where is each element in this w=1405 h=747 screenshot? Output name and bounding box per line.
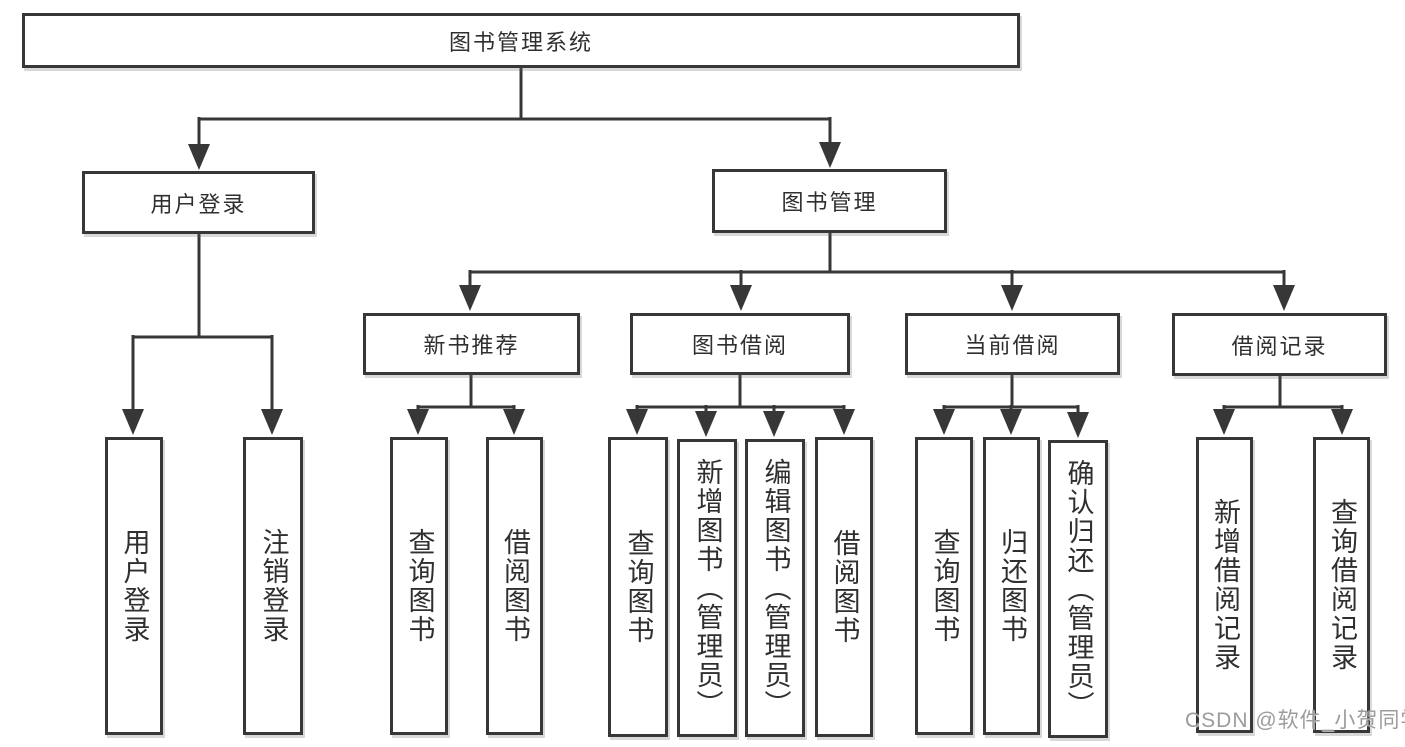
leaf-confirm-return-admin: 确认归还（管理员） <box>1048 440 1108 738</box>
arrow-to-leaf-confirm-return <box>1067 405 1089 438</box>
arrow-to-borrowing-records <box>1273 270 1295 311</box>
leaf-logout: 注销登录 <box>243 437 303 735</box>
arrow-to-leaf-logout <box>261 335 283 435</box>
leaf-add-books-admin: 新增图书（管理员） <box>677 439 737 737</box>
arrow-to-leaf-add-books <box>695 405 717 437</box>
arrow-to-leaf-user-login <box>122 335 144 435</box>
node-new-book-recommendation: 新书推荐 <box>363 313 580 375</box>
arrow-to-book-management <box>819 117 841 168</box>
leaf-edit-books-admin: 编辑图书（管理员） <box>745 439 805 737</box>
node-book-management: 图书管理 <box>712 169 947 233</box>
arrow-to-new-book-recommendation <box>459 270 481 311</box>
leaf-add-borrow-record: 新增借阅记录 <box>1196 437 1253 733</box>
node-current-borrowing: 当前借阅 <box>905 313 1120 375</box>
leaf-return-books: 归还图书 <box>983 437 1040 735</box>
leaf-user-login: 用户登录 <box>105 437 163 735</box>
node-library-system: 图书管理系统 <box>22 13 1020 68</box>
arrow-to-leaf-borrow-books-2 <box>833 405 855 435</box>
arrow-to-leaf-return-books <box>1000 405 1022 435</box>
arrow-to-leaf-edit-books <box>763 405 785 437</box>
leaf-borrow-books-borrowing: 借阅图书 <box>815 437 873 737</box>
arrow-to-book-borrowing <box>730 270 752 311</box>
leaf-borrow-books-recommend: 借阅图书 <box>486 437 543 735</box>
arrow-to-leaf-query-books-2 <box>626 405 648 435</box>
arrow-to-leaf-add-record <box>1213 405 1235 435</box>
node-user-login: 用户登录 <box>82 171 315 234</box>
arrow-to-leaf-query-record <box>1331 405 1353 435</box>
arrow-to-leaf-query-books-1 <box>407 405 429 435</box>
leaf-query-borrow-record: 查询借阅记录 <box>1313 437 1370 733</box>
leaf-query-books-current: 查询图书 <box>915 437 973 735</box>
csdn-watermark: CSDN @软件_小贺同学 <box>1185 709 1405 732</box>
arrow-to-leaf-query-books-3 <box>933 405 955 435</box>
node-book-borrowing: 图书借阅 <box>630 313 850 375</box>
arrow-to-user-login <box>188 117 210 170</box>
arrow-to-current-borrowing <box>1001 270 1023 311</box>
leaf-query-books-borrowing: 查询图书 <box>608 437 668 737</box>
arrow-to-leaf-borrow-books-1 <box>503 405 525 435</box>
leaf-query-books-recommend: 查询图书 <box>390 437 448 735</box>
node-borrowing-records: 借阅记录 <box>1172 313 1387 376</box>
